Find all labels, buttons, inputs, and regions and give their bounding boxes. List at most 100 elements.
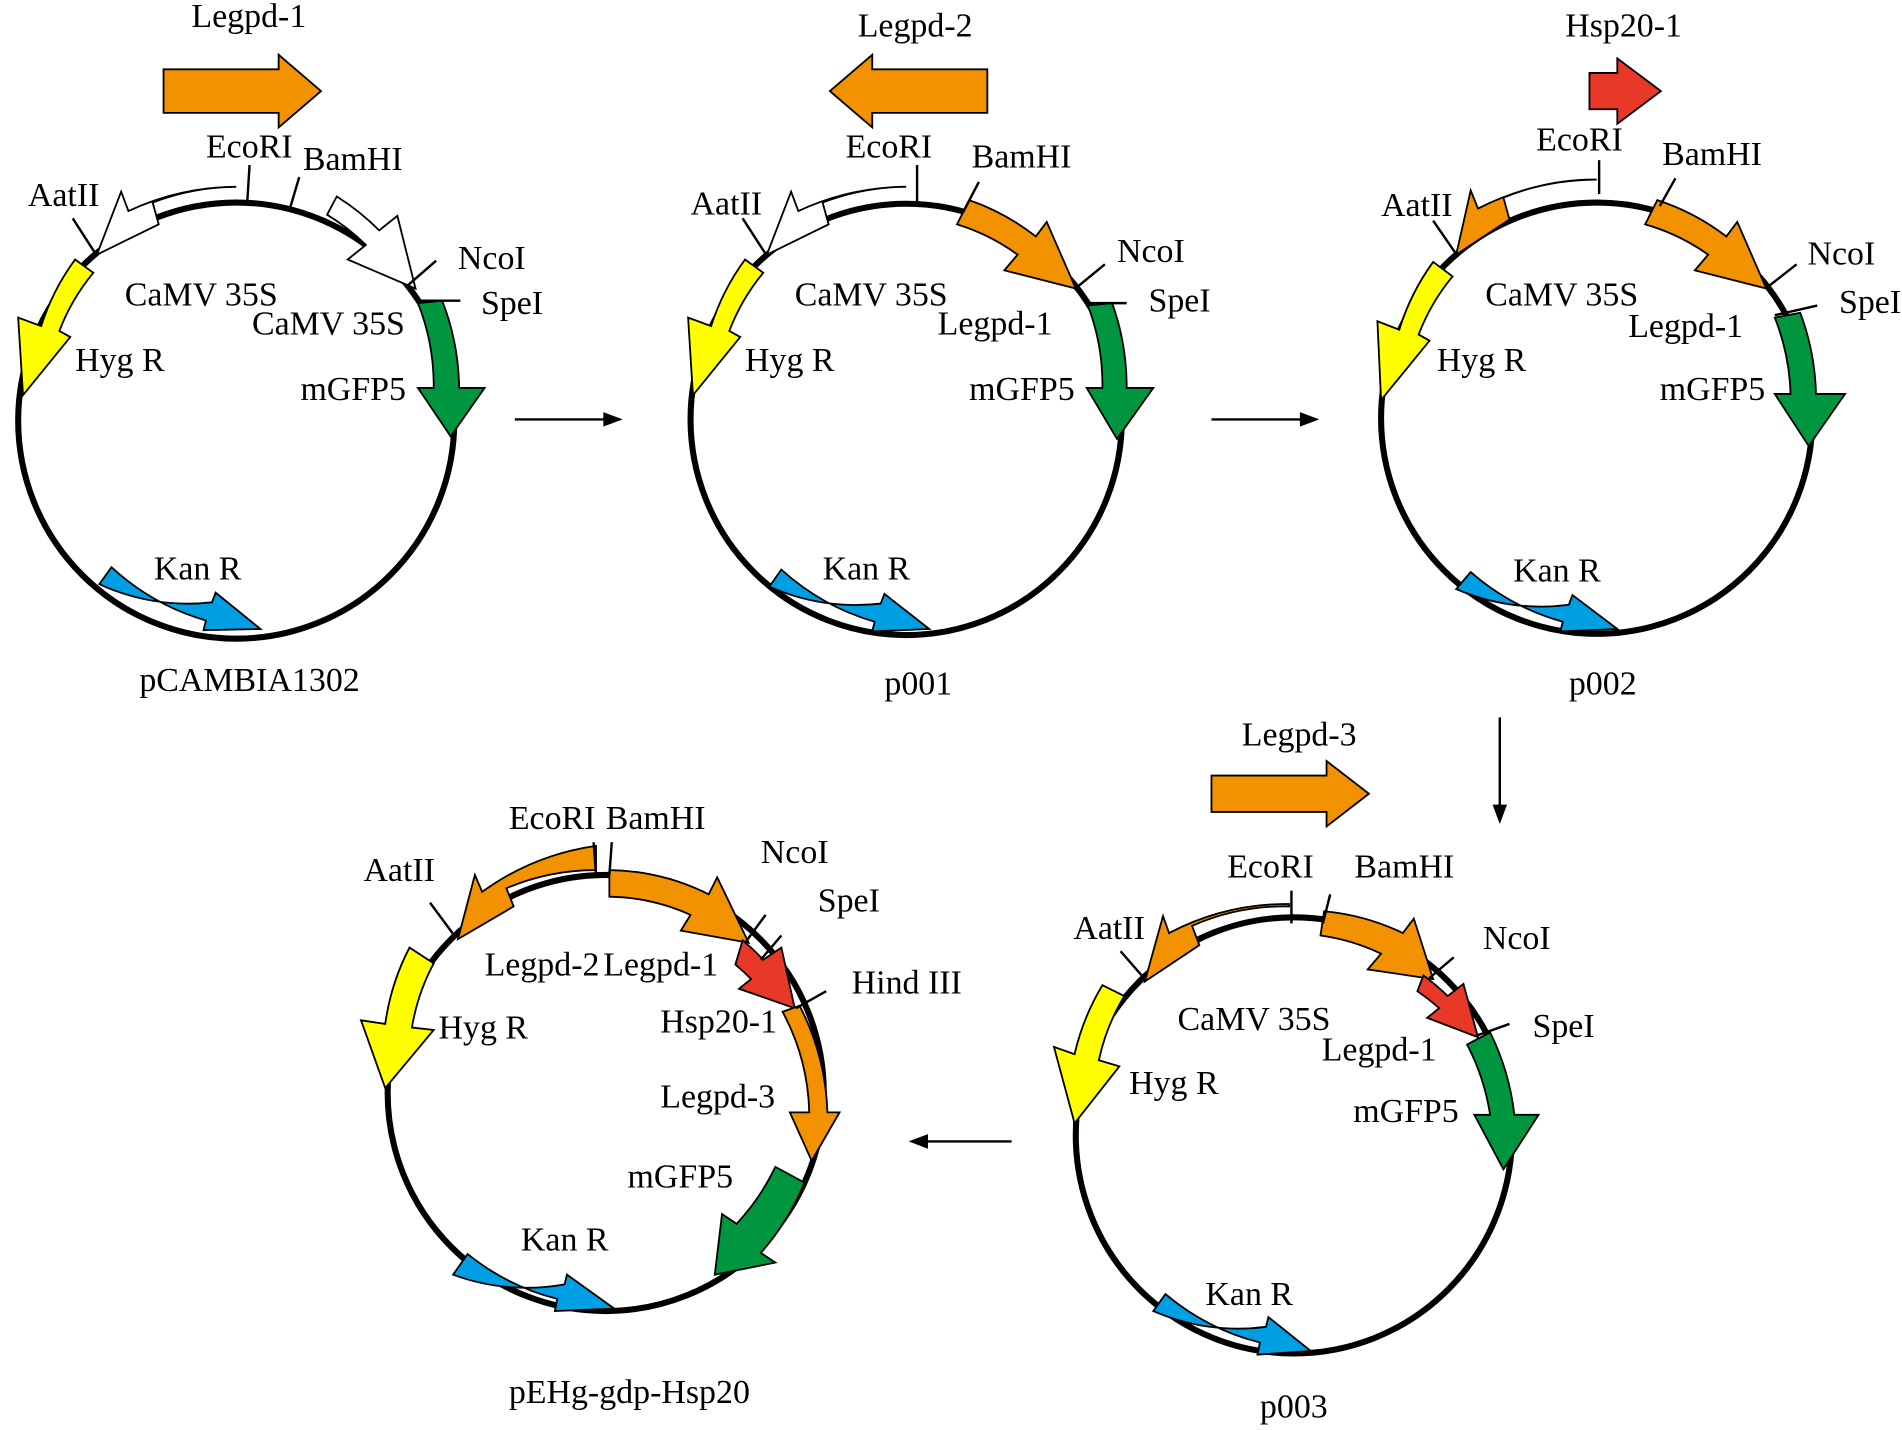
site-label-aatii: AatII [28, 177, 100, 214]
process-arrow-2 [1211, 412, 1320, 427]
hyg-r-arrow [1376, 260, 1454, 403]
feature-label: Hyg R [439, 1009, 529, 1046]
legpd-2-arrow [456, 844, 597, 942]
feature-label: Legpd-1 [938, 306, 1053, 343]
plasmid-pcambia1302: Legpd-1 AatII EcoRI BamHI NcoI SpeI CaMV… [15, 0, 543, 699]
site-label-ecori: EcoRI [206, 129, 293, 166]
site-tick [962, 181, 980, 213]
feature-label: mGFP5 [1660, 371, 1766, 408]
feature-label: Legpd-1 [1628, 308, 1743, 345]
camv-35s-orange-arrow [1454, 178, 1597, 257]
feature-label: CaMV 35S [1178, 1001, 1331, 1038]
site-label-aatii: AatII [1073, 910, 1145, 947]
site-label-ncoi: NcoI [1117, 233, 1185, 270]
feature-label: CaMV 35S [795, 277, 948, 314]
site-label-bamhi: BamHI [972, 138, 1072, 175]
plasmid-name: p002 [1569, 665, 1637, 702]
kan-r-arrow [451, 1252, 617, 1312]
site-tick [1321, 894, 1332, 924]
feature-label: Hyg R [75, 342, 165, 379]
plasmid-name: pEHg-gdp-Hsp20 [509, 1374, 750, 1411]
site-label-ecori: EcoRI [1227, 848, 1314, 885]
site-label-ecori: EcoRI [846, 129, 933, 166]
site-tick [1767, 263, 1798, 288]
site-label-aatii: AatII [691, 186, 763, 223]
plasmid-pehg-gdp-hsp20: AatII EcoRI BamHI NcoI SpeI Hind III Leg… [359, 800, 962, 1411]
site-label-spei: SpeI [1148, 283, 1210, 320]
feature-label: mGFP5 [1353, 1093, 1459, 1130]
site-tick [245, 164, 251, 204]
site-label-bamhi: BamHI [606, 800, 706, 837]
site-tick [741, 217, 768, 257]
site-tick [608, 842, 613, 876]
legpd-3-arrow [781, 1004, 842, 1163]
hyg-r-arrow [687, 258, 765, 398]
kan-r-arrow [1454, 570, 1620, 633]
site-tick [288, 176, 301, 211]
plasmid-name: p001 [884, 665, 952, 702]
site-label-spei: SpeI [818, 882, 880, 919]
feature-label: mGFP5 [300, 371, 406, 408]
plasmid-p001: Legpd-2 AatII EcoRI BamHI NcoI SpeI CaMV… [687, 8, 1211, 702]
hyg-r-arrow [359, 946, 436, 1090]
site-tick [1077, 263, 1106, 288]
camv-35s-promoter-arrow [325, 195, 417, 291]
site-tick [429, 902, 456, 937]
mgfp5-arrow [1773, 311, 1847, 448]
site-tick [1475, 1022, 1510, 1038]
site-tick [71, 217, 98, 257]
feature-label: mGFP5 [969, 371, 1075, 408]
feature-label: CaMV 35S [252, 306, 405, 343]
site-tick [592, 842, 598, 876]
site-label-bamhi: BamHI [1354, 848, 1454, 885]
site-tick [1658, 177, 1677, 207]
insert-label: Legpd-3 [1242, 716, 1357, 753]
mgfp5-arrow [1085, 302, 1156, 441]
site-label-ecori: EcoRI [1536, 121, 1623, 158]
site-label-ncoi: NcoI [458, 240, 526, 277]
camv-35s-promoter-arrow [765, 185, 907, 257]
feature-label: Hsp20-1 [660, 1003, 777, 1040]
legpd-3-insert-arrow [1210, 759, 1371, 829]
process-arrow-4 [908, 1134, 1012, 1149]
feature-label: Kan R [521, 1221, 609, 1258]
insert-label: Hsp20-1 [1565, 8, 1682, 45]
feature-label: Legpd-3 [660, 1079, 775, 1116]
mgfp5-arrow [713, 1165, 806, 1276]
feature-label: Hyg R [1437, 342, 1527, 379]
kan-r-arrow [1151, 1292, 1314, 1356]
feature-label: Hyg R [1129, 1065, 1219, 1102]
feature-label: Kan R [1205, 1276, 1293, 1313]
feature-label: mGFP5 [628, 1158, 734, 1195]
site-tick [795, 990, 827, 1010]
plasmid-p002: Hsp20-1 AatII EcoRI BamHI NcoI SpeI CaMV… [1376, 8, 1901, 702]
camv-35s-orange-arrow [1143, 903, 1290, 984]
kan-r-arrow [97, 565, 263, 632]
process-arrow-1 [514, 412, 623, 427]
plasmid-name: pCAMBIA1302 [139, 662, 359, 699]
feature-label: Legpd-2 [485, 946, 600, 983]
plasmid-backbone [1072, 914, 1515, 1357]
insert-label: Legpd-1 [191, 0, 306, 35]
kan-r-arrow [767, 568, 932, 633]
hsp20-1-insert-arrow [1588, 56, 1663, 126]
site-tick [407, 259, 437, 286]
site-label-bamhi: BamHI [303, 141, 403, 178]
feature-label: Legpd-1 [1322, 1031, 1437, 1068]
insert-label: Legpd-2 [858, 8, 973, 45]
site-label-ncoi: NcoI [761, 834, 829, 871]
legpd-1-arrow [1643, 199, 1768, 290]
feature-label: Kan R [154, 550, 242, 587]
site-label-aatii: AatII [363, 852, 435, 889]
site-label-spei: SpeI [1839, 284, 1901, 321]
feature-label: Hyg R [745, 342, 835, 379]
site-tick [759, 934, 783, 961]
mgfp5-arrow [416, 299, 487, 438]
hyg-r-arrow [1052, 983, 1126, 1126]
legpd-1-arrow [1319, 910, 1435, 981]
process-arrow-3 [1492, 717, 1508, 825]
site-tick [1119, 950, 1146, 980]
site-label-spei: SpeI [481, 285, 543, 322]
site-tick [1774, 304, 1818, 317]
